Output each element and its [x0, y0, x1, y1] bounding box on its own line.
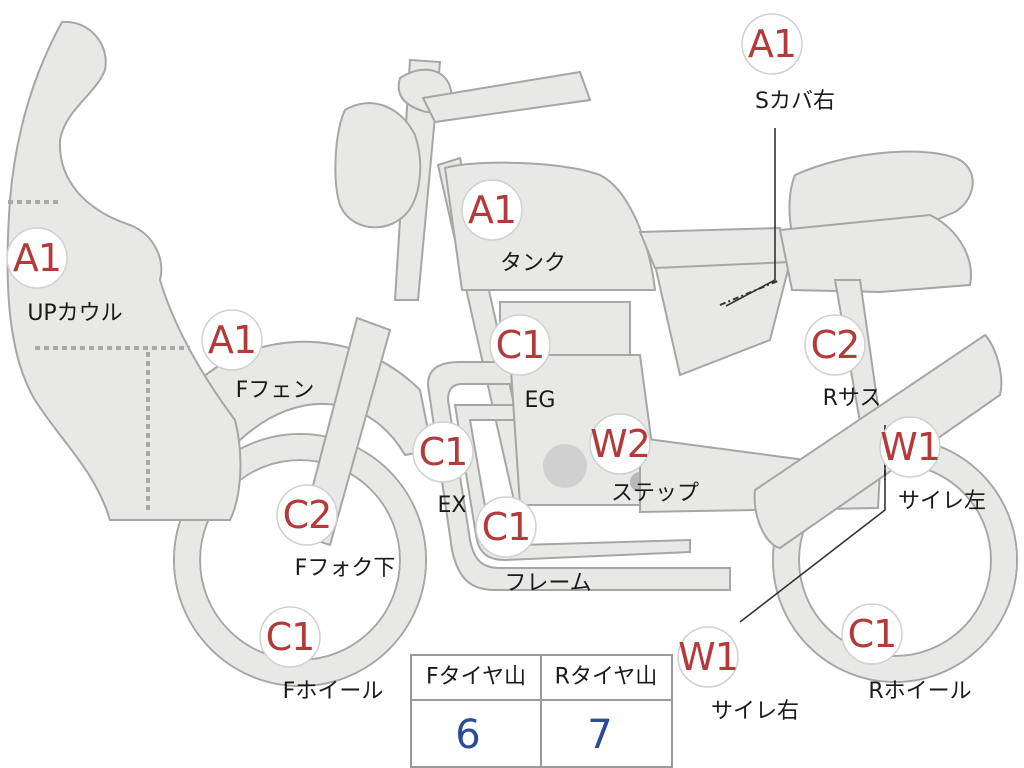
part-badge-step: W2 ステップ — [589, 413, 699, 506]
part-label: Rサス — [823, 386, 882, 411]
badge-circle — [276, 484, 338, 546]
part-label: Fフェン — [236, 378, 315, 403]
part-label: タンク — [500, 251, 566, 276]
part-badge-tank: A1 タンク — [461, 179, 566, 276]
badge-circle — [589, 413, 651, 475]
headlight-shape — [334, 102, 422, 229]
badge-circle — [879, 416, 941, 478]
part-label: サイレ右 — [711, 699, 799, 724]
part-label: Sカバ右 — [755, 89, 835, 114]
part-label: ステップ — [611, 481, 699, 506]
tire-tread-table: Fタイヤ山 Rタイヤ山 6 7 — [410, 654, 673, 768]
badge-circle — [201, 309, 263, 371]
badge-circle — [259, 606, 321, 668]
part-badge-frame: C1 フレーム — [475, 496, 592, 596]
part-code: A1 — [13, 236, 61, 280]
badge-circle — [804, 314, 866, 376]
part-label: EG — [525, 388, 556, 413]
badge-layer: A1Sカバ右A1タンクA1UPカウルA1FフェンC1EGC2RサスC1EXW2ス… — [6, 13, 986, 724]
part-label: EX — [438, 493, 467, 518]
part-code: C1 — [496, 323, 545, 367]
rear-tread-value: 7 — [587, 712, 612, 758]
part-code: C1 — [848, 612, 897, 656]
badge-circle — [6, 227, 68, 289]
badge-circle — [677, 626, 739, 688]
badge-circle — [475, 496, 537, 558]
part-label: Rホイール — [868, 679, 971, 704]
part-code: W2 — [590, 422, 650, 466]
part-code: C1 — [482, 505, 531, 549]
part-code: A1 — [468, 188, 516, 232]
badge-circle — [461, 179, 523, 241]
rear-tread-header: Rタイヤ山 — [555, 665, 658, 690]
part-code: C1 — [266, 615, 315, 659]
part-code: A1 — [748, 22, 796, 66]
part-label: サイレ左 — [898, 489, 986, 514]
part-badge-silencer-left: W1 サイレ左 — [879, 416, 986, 514]
part-code: W1 — [678, 635, 738, 679]
badge-circle — [489, 314, 551, 376]
sidecover-shape — [653, 260, 792, 377]
part-label: Fホイール — [283, 679, 384, 704]
front-tread-value: 6 — [455, 712, 480, 758]
part-code: W1 — [880, 425, 940, 469]
badge-circle — [741, 13, 803, 75]
part-code: C1 — [419, 430, 468, 474]
badge-circle — [412, 421, 474, 483]
silencer-shape — [753, 333, 1003, 550]
part-badge-silencer-right: W1 サイレ右 — [677, 626, 799, 724]
part-code: C2 — [283, 493, 332, 537]
badge-circle — [841, 603, 903, 665]
part-label: UPカウル — [27, 301, 122, 326]
part-code: C2 — [811, 323, 860, 367]
part-label: Fフォク下 — [295, 556, 396, 581]
front-tread-header: Fタイヤ山 — [426, 665, 526, 690]
part-code: A1 — [208, 318, 256, 362]
part-label: フレーム — [504, 571, 591, 596]
